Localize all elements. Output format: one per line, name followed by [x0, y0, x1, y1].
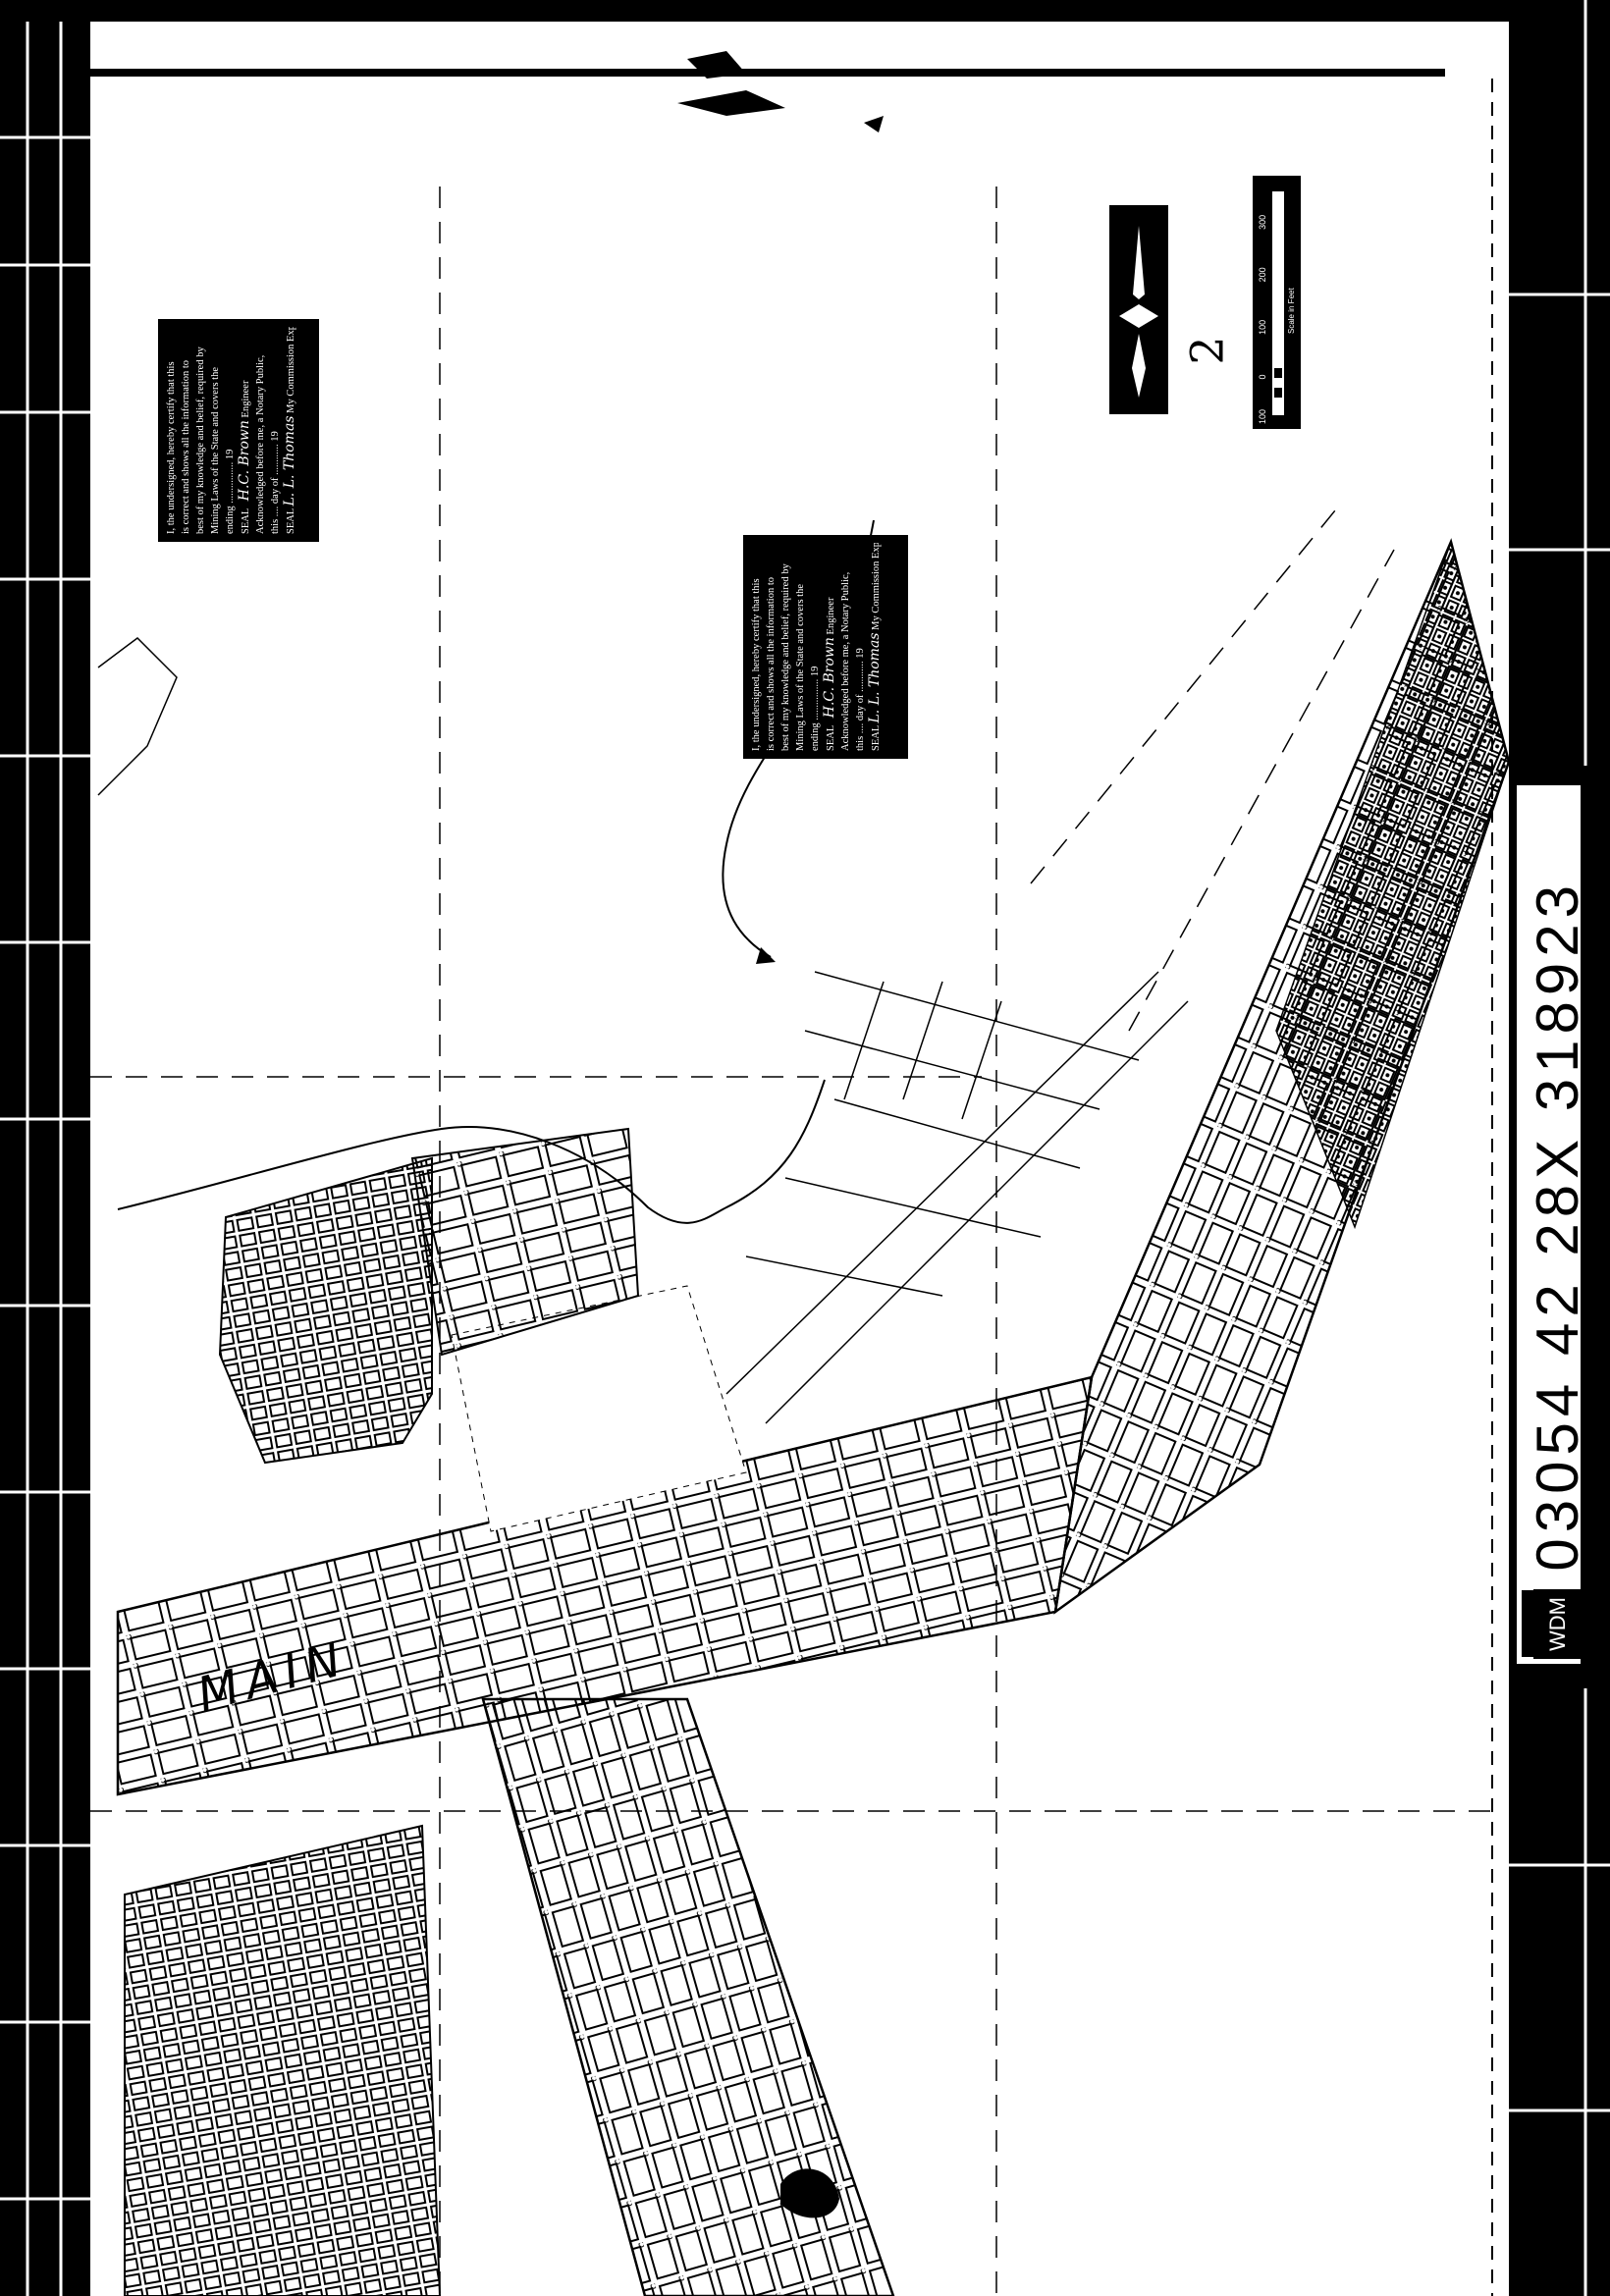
certificate-line: Mining Laws of the State and covers the: [210, 367, 221, 534]
central-plaza: [451, 1285, 747, 1532]
certificate-line: is correct and shows all the information…: [181, 360, 191, 534]
seal-label: SEAL: [826, 725, 836, 751]
scale-tick: 300: [1258, 214, 1267, 230]
arrow-head: [756, 947, 776, 964]
certificate-line: Acknowledged before me, a Notary Public,: [255, 354, 266, 534]
signature: H.C. Brown: [823, 637, 837, 719]
certificate-line: best of my knowledge and belief, require…: [195, 347, 206, 534]
certificate-line: Mining Laws of the State and covers the: [795, 584, 806, 751]
certificate-line: this .... day of ............ 19: [855, 648, 866, 751]
certificate-line: this .... day of ............ 19: [270, 431, 281, 534]
certificate-line: I, the undersigned, hereby certify that …: [166, 361, 177, 534]
left-film-border: [0, 0, 90, 2296]
scale-bar: [1253, 176, 1301, 429]
film-id-prefix: WDM: [1532, 1589, 1583, 1659]
certificate-line: ending ................ 19: [810, 666, 821, 751]
proposed-streets: [725, 971, 1189, 1424]
north-arrow: [1109, 205, 1168, 414]
seal-label: SEAL: [286, 508, 296, 534]
notary-signature: L. L. Thomas: [868, 632, 883, 723]
signer-title: Engineer: [241, 380, 251, 418]
scale-tick: 0: [1258, 374, 1267, 380]
seal-label: SEAL: [871, 725, 882, 751]
certificate-line: Acknowledged before me, a Notary Public,: [840, 571, 851, 751]
commission-text: My Commission Expires: [286, 327, 296, 413]
dense-northeast-blocks: [1275, 539, 1510, 1230]
scale-caption: Scale in Feet: [1287, 288, 1296, 334]
scale-tick-labels: 100 0 100 200 300: [1258, 215, 1267, 424]
signature: H.C. Brown: [238, 420, 252, 502]
northwest-blocks-east: [410, 1127, 640, 1357]
film-id-label: WDM 03054 42 28X 318923: [1524, 880, 1591, 1659]
right-film-border: [1509, 0, 1610, 2296]
sheet-number: 2: [1180, 336, 1234, 365]
scale-tick: 200: [1258, 267, 1267, 283]
grid-reference-lines: [90, 187, 1492, 2296]
notary-signature: L. L. Thomas: [283, 415, 297, 507]
certificate-block: I, the undersigned, hereby certify that …: [743, 535, 908, 759]
film-id-number: 03054 42 28X 318923: [1525, 879, 1590, 1572]
scale-tick: 100: [1258, 319, 1267, 335]
commission-text: My Commission Expires: [871, 543, 882, 630]
claim-boundary: [97, 637, 178, 796]
certificate-line: best of my knowledge and belief, require…: [780, 563, 791, 751]
top-film-border: [0, 0, 1610, 22]
certificate-line: is correct and shows all the information…: [766, 577, 777, 751]
certificate-line: ending ................ 19: [225, 449, 236, 534]
ink-blots: [677, 51, 884, 133]
northwest-blocks: [218, 1156, 433, 1465]
seal-label: SEAL: [241, 508, 251, 534]
ink-blot: [780, 2168, 839, 2218]
scale-tick: 100: [1258, 408, 1267, 424]
certificate-line: I, the undersigned, hereby certify that …: [751, 578, 762, 751]
certificate-block: I, the undersigned, hereby certify that …: [158, 319, 319, 542]
southwest-blocks: [124, 1824, 442, 2296]
sheet-top-edge: [90, 69, 1445, 77]
south-district: [481, 1697, 895, 2296]
signer-title: Engineer: [826, 597, 836, 635]
